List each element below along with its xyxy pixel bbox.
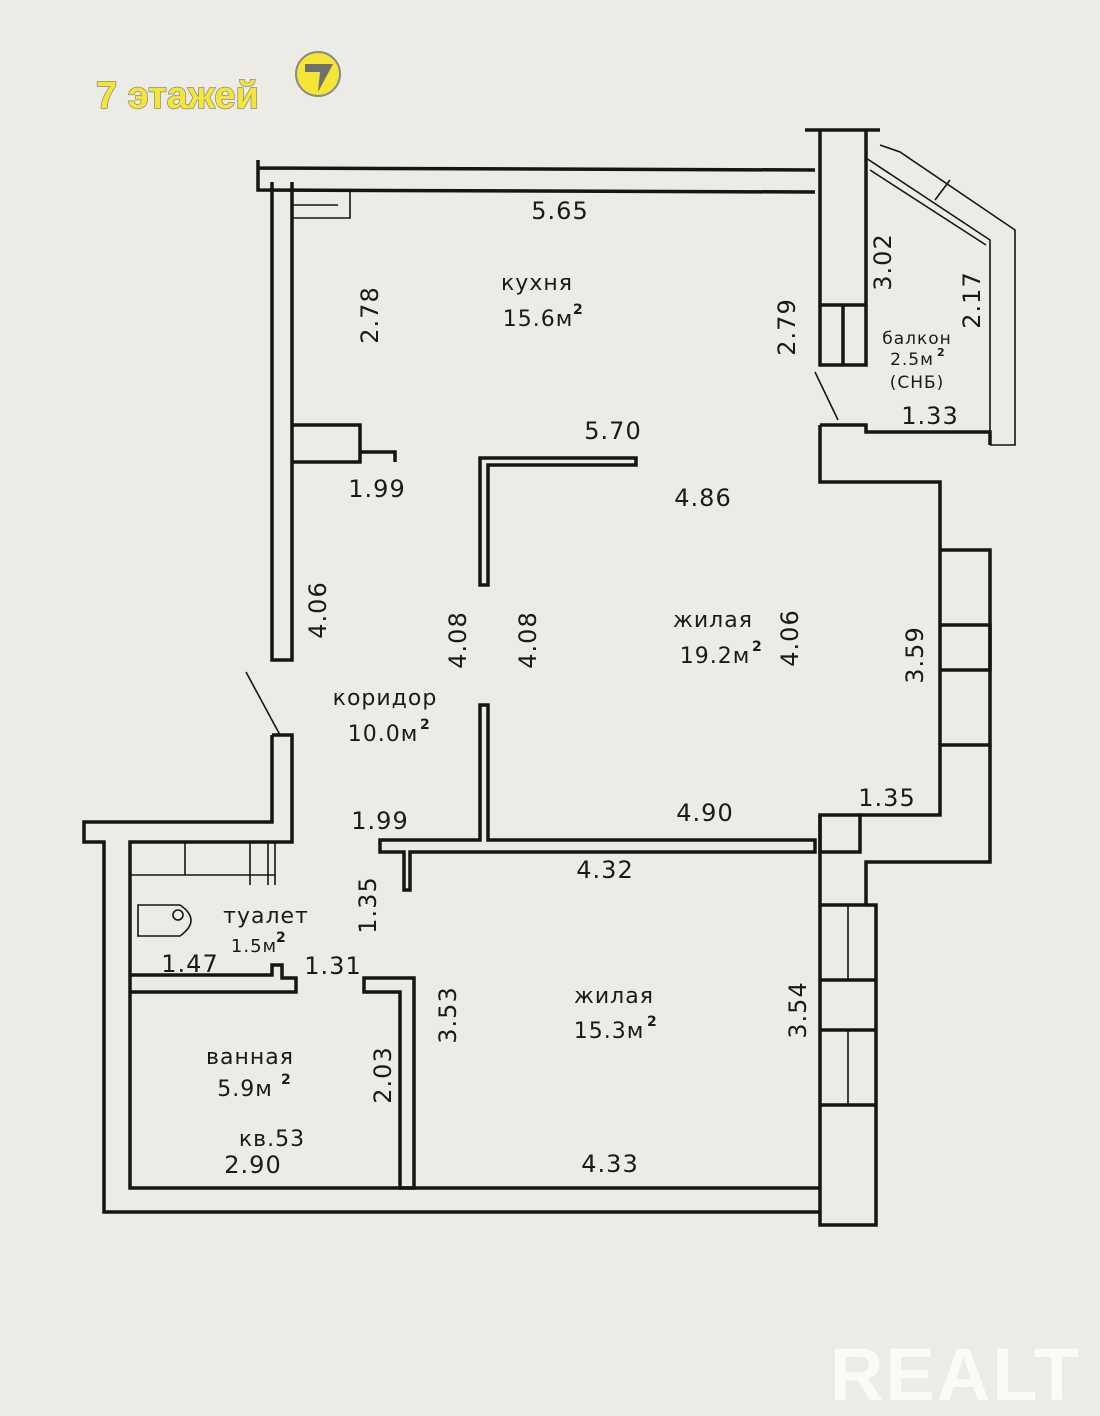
svg-text:(СНБ): (СНБ) — [890, 373, 945, 393]
svg-text:жилая: жилая — [574, 984, 654, 1009]
svg-text:2: 2 — [647, 1014, 658, 1030]
svg-text:15.6м: 15.6м — [503, 307, 574, 332]
svg-text:2.5м: 2.5м — [890, 350, 934, 370]
dim-label: 1.35 — [354, 876, 382, 933]
dim-label: 4.86 — [674, 484, 731, 512]
svg-text:5.9м: 5.9м — [217, 1077, 273, 1102]
dim-label: 4.90 — [676, 799, 733, 827]
svg-text:2: 2 — [573, 302, 584, 318]
dim-label: 2.78 — [356, 286, 384, 343]
dim-label: 3.59 — [901, 626, 929, 683]
dim-label: 3.53 — [434, 986, 462, 1043]
svg-text:балкон: балкон — [882, 329, 952, 349]
dim-label: 1.47 — [161, 950, 218, 978]
svg-text:2: 2 — [281, 1072, 292, 1088]
svg-text:жилая: жилая — [673, 608, 753, 633]
dim-label: 4.32 — [576, 856, 633, 884]
svg-text:2: 2 — [420, 717, 431, 733]
svg-text:19.2м: 19.2м — [680, 644, 751, 669]
svg-text:2: 2 — [276, 930, 287, 946]
dim-label: 4.08 — [514, 611, 542, 668]
svg-text:коридор: коридор — [333, 686, 438, 711]
svg-text:15.3м: 15.3м — [574, 1019, 645, 1044]
dim-label: 2.03 — [369, 1046, 397, 1103]
dim-label: 3.54 — [784, 981, 812, 1038]
dim-label: 4.06 — [304, 581, 332, 638]
svg-text:2: 2 — [937, 346, 946, 359]
room-bathroom: ванная 5.9м 2 кв.53 — [206, 1045, 305, 1152]
dim-label: 2.79 — [773, 298, 801, 355]
dim-label: 3.02 — [869, 233, 897, 290]
room-kitchen: кухня 15.6м 2 — [501, 271, 584, 332]
floors-label: 7 этажей — [96, 75, 259, 117]
dim-label: 4.06 — [776, 609, 804, 666]
dim-label: 2.90 — [224, 1151, 281, 1179]
dim-label: 4.08 — [444, 611, 472, 668]
svg-text:туалет: туалет — [223, 904, 309, 929]
room-toilet: туалет 1.5м 2 — [223, 904, 309, 957]
room-balcony: балкон 2.5м 2 (СНБ) — [882, 329, 952, 393]
room-living-2: жилая 15.3м 2 — [574, 984, 658, 1044]
svg-text:ванная: ванная — [206, 1045, 294, 1070]
dim-label: 2.17 — [958, 271, 986, 328]
dimensions: 5.65 5.70 1.99 4.86 1.33 1.35 1.99 4.90 … — [161, 197, 986, 1179]
room-living-1: жилая 19.2м 2 — [673, 608, 763, 669]
dim-label: 4.33 — [581, 1150, 638, 1178]
floors-badge-icon — [295, 51, 341, 97]
dim-label: 1.99 — [348, 475, 405, 503]
dim-label: 5.65 — [531, 197, 588, 225]
svg-text:10.0м: 10.0м — [348, 722, 419, 747]
walls — [82, 128, 1016, 1227]
svg-text:1.5м: 1.5м — [231, 936, 277, 957]
dim-label: 1.35 — [858, 784, 915, 812]
room-corridor: коридор 10.0м 2 — [333, 686, 438, 747]
dim-label: 1.99 — [351, 807, 408, 835]
apartment-number: кв.53 — [239, 1127, 305, 1152]
dim-label: 5.70 — [584, 417, 641, 445]
dim-label: 1.31 — [304, 952, 361, 980]
svg-text:кухня: кухня — [501, 271, 573, 296]
svg-text:2: 2 — [752, 639, 763, 655]
dim-label: 1.33 — [901, 402, 958, 430]
watermark-logo: REALT — [830, 1333, 1081, 1416]
